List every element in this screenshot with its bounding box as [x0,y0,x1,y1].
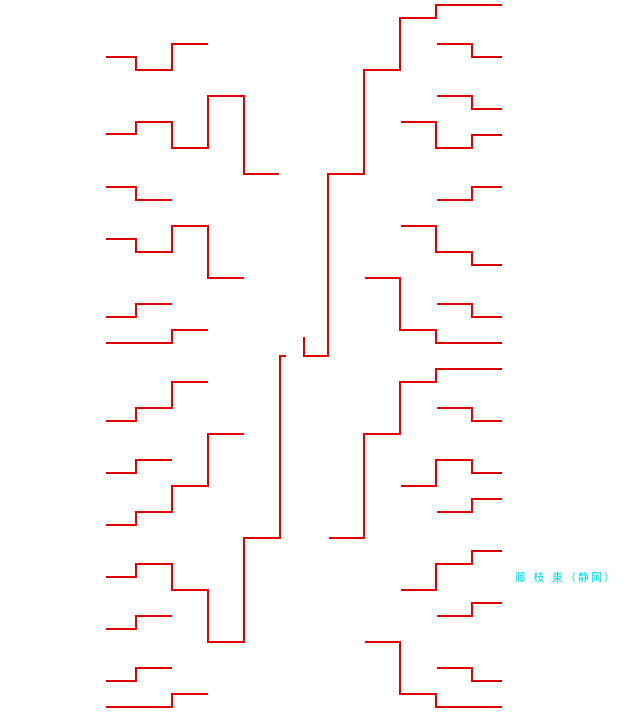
bracket-line [365,641,502,708]
bracket-line [106,355,286,643]
bracket-line [401,121,502,149]
bracket-line [437,407,502,422]
bracket-line [401,459,502,487]
bracket-line [106,433,244,526]
bracket-line [106,615,172,630]
bracket-line [106,186,172,201]
bracket-line [437,667,502,682]
bracket-line [437,498,502,513]
bracket-line [437,95,502,110]
bracket-line [437,186,502,201]
bracket-line [106,303,172,318]
bracket-line [401,550,502,591]
bracket-line [437,303,502,318]
bracket-line [106,693,208,708]
bracket-line [365,277,502,344]
bracket-line [106,459,172,474]
bracket-line [106,43,208,71]
bracket-lines [106,4,502,708]
bracket-line [437,602,502,617]
bracket-line [106,381,208,422]
bracket-line [106,329,208,344]
bracket-line [106,225,244,279]
bracket-line [401,225,502,266]
bracket-line [437,43,502,58]
team-label-fujieda-higashi: 藤 枝 東（静岡） [515,571,617,584]
bracket-line [329,368,502,539]
bracket-line [106,667,172,682]
bracket-line [303,4,502,357]
bracket-line [106,95,279,175]
